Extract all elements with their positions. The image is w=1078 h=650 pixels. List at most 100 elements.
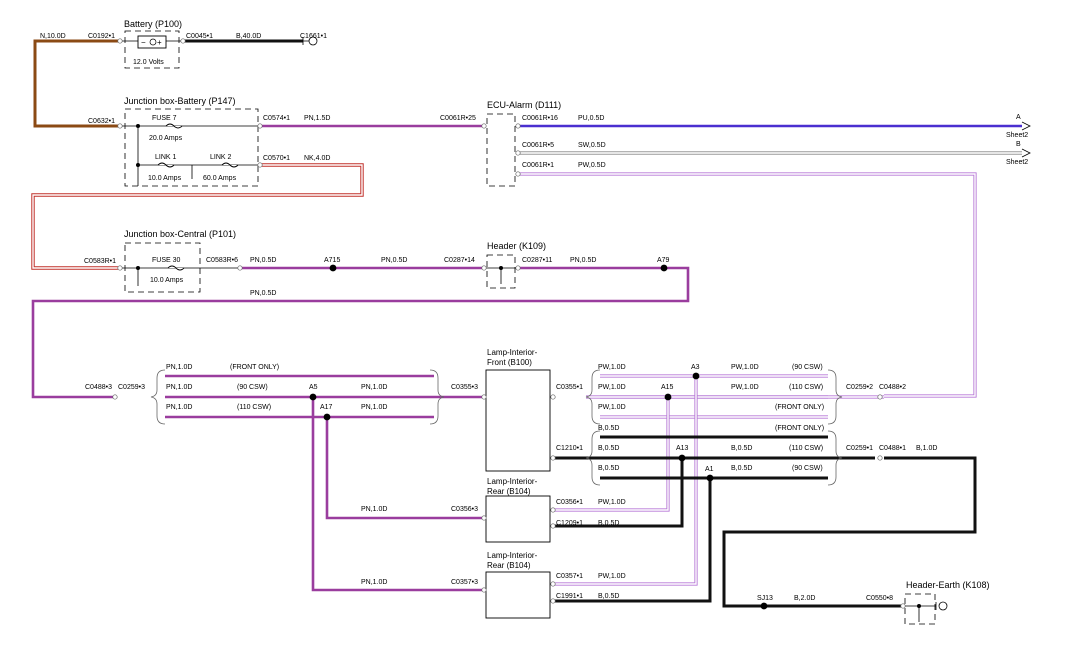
bundle-pw-left-bracket bbox=[585, 369, 601, 425]
lamp-front-box bbox=[485, 369, 551, 472]
header-earth-node bbox=[917, 604, 921, 608]
wire-label-sw05: SW,0.5D bbox=[578, 142, 606, 149]
variant-front-only-2: (FRONT ONLY) bbox=[775, 404, 824, 411]
jb-battery-title: Junction box-Battery (P147) bbox=[124, 96, 236, 106]
label-c0488-2: C0488•2 bbox=[879, 384, 906, 391]
label-a715: A715 bbox=[324, 257, 340, 264]
wire-label-pn10-2: PN,1.0D bbox=[166, 384, 192, 391]
battery-cell-minus: − bbox=[141, 38, 146, 47]
header-k109-node bbox=[499, 266, 503, 270]
label-c1991-1: C1991•1 bbox=[556, 593, 583, 600]
wire-label-pw10-5: PW,1.0D bbox=[731, 384, 759, 391]
label-c0574: C0574•1 bbox=[263, 115, 290, 122]
wire-label-pn10-1: PN,1.0D bbox=[166, 364, 192, 371]
lamp-rear2-title-1: Lamp-Interior- bbox=[487, 551, 538, 560]
fuse7-rating: 20.0 Amps bbox=[149, 135, 183, 142]
wire-label-b05-2: B,0.5D bbox=[598, 445, 619, 452]
variant-90-2: (90 CSW) bbox=[792, 364, 823, 371]
c1661-ring-terminal bbox=[302, 37, 309, 45]
pin-c0259-1 bbox=[877, 455, 883, 461]
splice-a15-dot bbox=[664, 393, 672, 401]
label-c0488-1: C0488•1 bbox=[879, 445, 906, 452]
wire-label-pw10-4: PW,1.0D bbox=[731, 364, 759, 371]
wire-brown-battery-feed bbox=[33, 39, 118, 128]
header-k109-outline bbox=[486, 254, 516, 289]
jb-ground-legs bbox=[137, 165, 193, 186]
wire-label-pn10-4: PN,1.0D bbox=[361, 384, 387, 391]
label-c0357-3: C0357•3 bbox=[451, 579, 478, 586]
pin-c1991-1 bbox=[550, 598, 556, 604]
pin-c0045 bbox=[180, 38, 186, 44]
pin-c1209-1 bbox=[550, 523, 556, 529]
wire-label-b10: B,1.0D bbox=[916, 445, 937, 452]
wire-label-b20: B,2.0D bbox=[794, 595, 815, 602]
label-c0550-8: C0550•8 bbox=[866, 595, 893, 602]
splice-a17-dot bbox=[323, 413, 331, 421]
variant-110-2: (110 CSW) bbox=[789, 384, 823, 391]
link2-rating: 60.0 Amps bbox=[203, 175, 237, 182]
wire-pw-bundle-rows-core bbox=[600, 375, 828, 418]
labels: Battery (P100) 12.0 Volts Junction box-B… bbox=[40, 19, 1028, 602]
variant-110-1: (110 CSW) bbox=[237, 404, 271, 411]
wire-label-pw10-1: PW,1.0D bbox=[598, 364, 626, 371]
wire-label-nk40: NK,4.0D bbox=[304, 155, 330, 162]
label-c0259-1: C0259•1 bbox=[846, 445, 873, 452]
header-earth-ring bbox=[938, 601, 948, 611]
battery-cell-plus: + bbox=[157, 38, 162, 47]
wire-label-pn05-a: PN,0.5D bbox=[250, 257, 276, 264]
bundle-left-right-bracket bbox=[429, 369, 445, 425]
fuse30-rating: 10.0 Amps bbox=[150, 277, 184, 284]
header-k109-internal bbox=[484, 267, 519, 284]
wire-label-pw05: PW,0.5D bbox=[578, 162, 606, 169]
label-a79: A79 bbox=[657, 257, 670, 264]
label-c0488-3: C0488•3 bbox=[85, 384, 112, 391]
label-c0357-1: C0357•1 bbox=[556, 573, 583, 580]
wire-label-pn10-6: PN,1.0D bbox=[361, 506, 387, 513]
splices bbox=[309, 264, 768, 610]
splice-sj13-dot bbox=[760, 602, 768, 610]
splice-a79-dot bbox=[660, 264, 668, 272]
pin-c0583r1 bbox=[117, 265, 123, 271]
link1-rating: 10.0 Amps bbox=[148, 175, 182, 182]
bundle-b-left-bracket bbox=[585, 430, 601, 486]
jb-battery-internal bbox=[122, 125, 258, 182]
splice-a3-dot bbox=[692, 372, 700, 380]
pin-c0550-8 bbox=[900, 603, 906, 609]
label-c0355-1: C0355•1 bbox=[556, 384, 583, 391]
battery-cell bbox=[137, 35, 167, 49]
wire-label-pw10-7: PW,1.0D bbox=[598, 573, 626, 580]
sheet-arrow-a bbox=[1021, 121, 1031, 131]
lamp-rear2-title-2: Rear (B104) bbox=[487, 561, 531, 570]
pin-c0356-1 bbox=[550, 507, 556, 513]
wire-red-nk-core bbox=[32, 164, 363, 269]
pin-c0570 bbox=[257, 162, 263, 168]
wire-label-pu05: PU,0.5D bbox=[578, 115, 604, 122]
wire-label-pn10-7: PN,1.0D bbox=[361, 579, 387, 586]
label-c0259-3: C0259•3 bbox=[118, 384, 145, 391]
label-c0356-1: C0356•1 bbox=[556, 499, 583, 506]
sheet-ref-a-sheet: Sheet2 bbox=[1006, 132, 1028, 139]
pin-c0192 bbox=[117, 38, 123, 44]
label-c0259-2: C0259•2 bbox=[846, 384, 873, 391]
battery-rating: 12.0 Volts bbox=[133, 59, 164, 66]
pin-c0061r5 bbox=[515, 150, 521, 156]
sheet-ref-a-letter: A bbox=[1016, 114, 1021, 121]
label-c0061r25: C0061R•25 bbox=[440, 115, 476, 122]
wire-pink-a5-rear2 bbox=[311, 397, 484, 592]
header-earth-internal bbox=[904, 605, 936, 622]
wire-label-pn05-b: PN,0.5D bbox=[381, 257, 407, 264]
wire-label-pw10-2: PW,1.0D bbox=[598, 384, 626, 391]
wire-label-pw10-3: PW,1.0D bbox=[598, 404, 626, 411]
label-a3: A3 bbox=[691, 364, 700, 371]
link2-symbol bbox=[221, 162, 239, 168]
label-c0192: C0192•1 bbox=[88, 33, 115, 40]
wire-pink-pn05-header bbox=[31, 266, 690, 399]
splice-a5-dot bbox=[309, 393, 317, 401]
wire-label-b05-7: B,0.5D bbox=[598, 593, 619, 600]
splice-a13-dot bbox=[678, 454, 686, 462]
wire-label-n10: N,10.0D bbox=[40, 33, 66, 40]
sheet-arrow-b bbox=[1021, 148, 1031, 158]
fuse7-label: FUSE 7 bbox=[152, 115, 177, 122]
lamp-front-title-1: Lamp-Interior- bbox=[487, 348, 538, 357]
